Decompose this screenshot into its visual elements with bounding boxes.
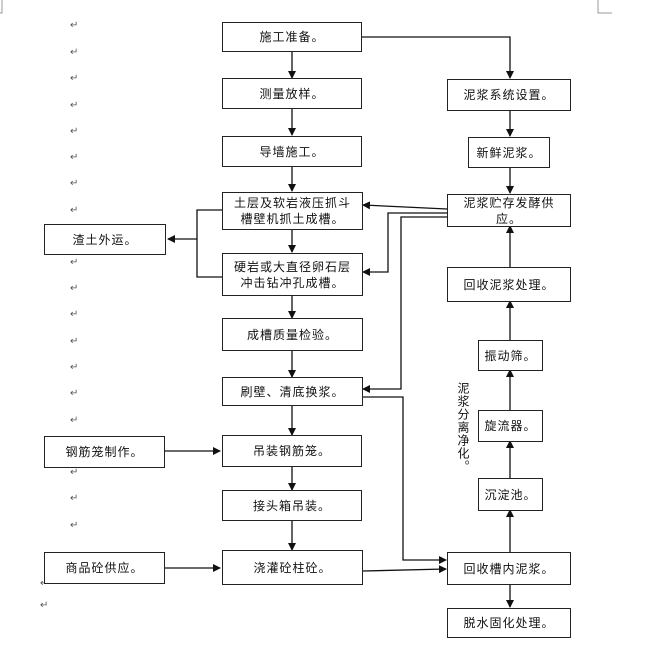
paragraph-mark: ↵ [70,336,79,347]
box-mud-storage-supply: 泥浆贮存发酵供应。 [447,194,571,227]
paragraph-mark: ↵ [70,283,79,294]
box-joint-box-hoist: 接头箱吊装。 [222,490,362,521]
paragraph-mark: ↵ [70,100,79,111]
paragraph-mark: ↵ [70,20,79,31]
paragraph-mark: ↵ [70,309,79,320]
paragraph-mark: ↵ [70,73,79,84]
paragraph-mark: ↵ [70,205,79,216]
box-recycled-mud-treatment: 回收泥浆处理。 [447,267,571,302]
box-impact-drilling: 硬岩或大直径卵石层 冲击钻冲孔成槽。 [222,253,363,296]
box-grab-trenching: 土层及软岩液压抓斗 槽壁机抓土成槽。 [222,192,363,230]
arrow-storage-clean [362,216,447,393]
box-trench-quality-check: 成槽质量检验。 [222,318,363,351]
paragraph-mark: ↵ [70,493,79,504]
box-settling-tank: 沉淀池。 [478,478,543,511]
paragraph-mark: ↵ [40,600,49,611]
box-mud-system-setup: 泥浆系统设置。 [447,79,571,111]
paragraph-mark: ↵ [70,520,79,531]
arrow-prep-mud [361,36,514,79]
box-hydrocyclone: 旋流器。 [478,410,543,442]
arrow-storage-grab [362,201,448,210]
box-wall-brush-clean: 刷壁、清底换浆。 [222,377,363,406]
box-recover-trench-mud: 回收槽内泥浆。 [447,552,571,585]
arrow-to-spoil [196,209,222,278]
box-survey-layout: 测量放样。 [222,78,362,109]
arrow-pour-recover [362,565,447,574]
paragraph-mark: ↵ [70,178,79,189]
box-guide-wall: 导墙施工。 [222,136,362,167]
paragraph-mark: ↵ [70,47,79,58]
box-hoist-rebar-cage: 吊装钢筋笼。 [222,435,362,467]
paragraph-mark: ↵ [70,467,79,478]
arrow-clean-recover [363,396,447,564]
box-spoil-removal: 渣土外运。 [44,224,166,255]
box-rebar-cage-fabrication: 钢筋笼制作。 [44,436,165,468]
paragraph-mark: ↵ [70,362,79,373]
box-fresh-mud: 新鲜泥浆。 [468,137,550,168]
mud-separation-label: 泥浆分离净化。 [456,382,470,473]
box-pour-concrete: 浇灌砼柱砼。 [222,550,363,585]
box-ready-mix-supply: 商品砼供应。 [44,552,165,584]
box-construction-prep: 施工准备。 [222,22,362,52]
box-vibrating-screen: 振动筛。 [478,340,543,371]
paragraph-mark: ↵ [70,257,79,268]
arrow-storage-impact [362,212,447,276]
box-dewater-solidify: 脱水固化处理。 [447,608,571,638]
paragraph-mark: ↵ [70,126,79,137]
paragraph-mark: ↵ [70,152,79,163]
paragraph-mark: ↵ [70,415,79,426]
paragraph-mark: ↵ [70,388,79,399]
